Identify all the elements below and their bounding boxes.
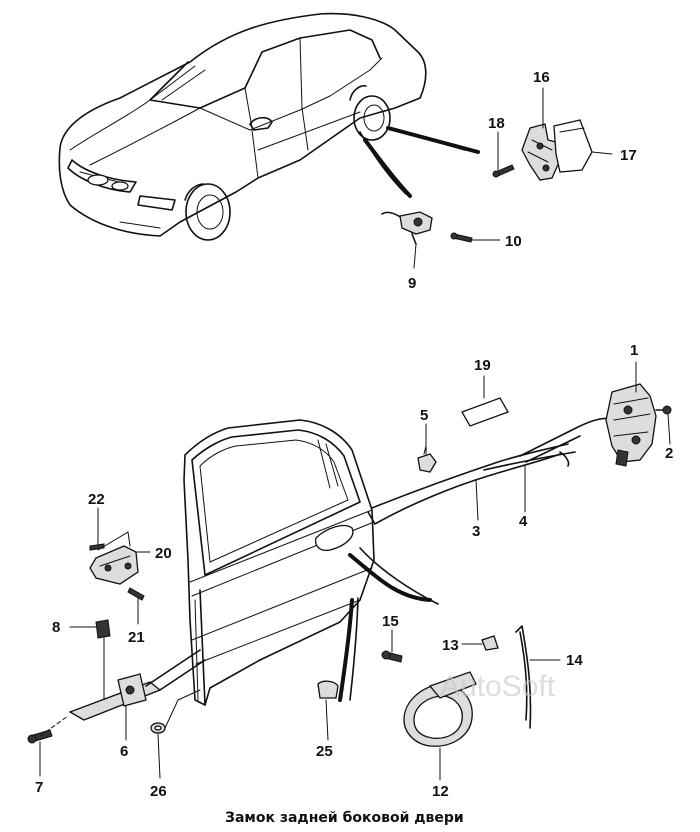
callout-7: 7 <box>35 779 43 796</box>
callout-6: 6 <box>120 743 128 760</box>
callout-1: 1 <box>630 342 638 359</box>
callout-21: 21 <box>128 629 145 646</box>
lock-rods <box>367 417 615 525</box>
rear-door <box>183 419 439 706</box>
callout-16: 16 <box>533 69 550 86</box>
leader-lines <box>39 87 671 781</box>
callout-19: 19 <box>474 357 491 374</box>
callout-25: 25 <box>316 743 333 760</box>
callout-4: 4 <box>519 513 528 530</box>
callout-3: 3 <box>472 523 480 540</box>
door-lock-actuator <box>605 383 672 467</box>
outside-door-handle <box>381 625 532 747</box>
callout-17: 17 <box>620 147 637 164</box>
callout-5: 5 <box>420 407 428 424</box>
callout-9: 9 <box>408 275 416 292</box>
callout-labels: 1 2 3 4 5 6 7 8 9 10 12 13 14 15 16 17 1… <box>35 69 673 800</box>
door-hinge <box>89 531 145 601</box>
plug <box>317 680 339 699</box>
rod-clip <box>417 445 437 473</box>
door-check-link <box>27 619 206 744</box>
callout-12: 12 <box>432 783 449 800</box>
callout-8: 8 <box>52 619 60 636</box>
diagram-caption: Замок задней боковой двери <box>225 810 464 826</box>
door-switch-connector <box>381 211 473 245</box>
callout-20: 20 <box>155 545 172 562</box>
sound-pad <box>461 397 509 427</box>
callout-2: 2 <box>665 445 673 462</box>
watermark: AutoSoft <box>440 670 556 703</box>
car-illustration <box>58 12 480 241</box>
callout-26: 26 <box>150 783 167 800</box>
callout-10: 10 <box>505 233 522 250</box>
callout-15: 15 <box>382 613 399 630</box>
callout-14: 14 <box>566 652 583 669</box>
callout-13: 13 <box>442 637 459 654</box>
callout-22: 22 <box>88 491 105 508</box>
callout-18: 18 <box>488 115 505 132</box>
striker-assembly <box>492 119 593 181</box>
